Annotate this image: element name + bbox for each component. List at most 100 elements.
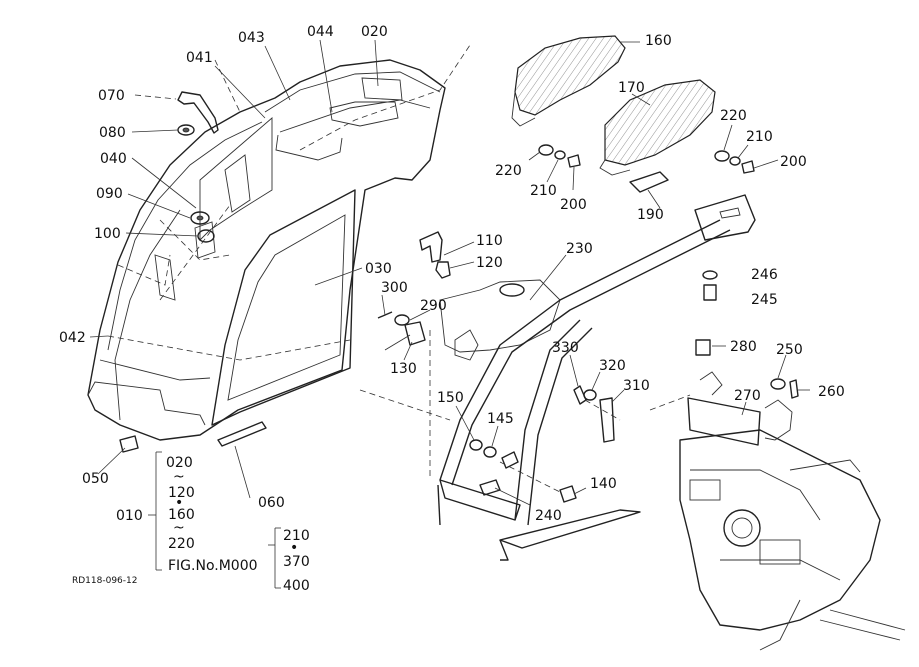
seat-170-face	[599, 159, 631, 176]
pad-050	[119, 435, 139, 453]
label-200b: 200	[780, 154, 807, 170]
label-170: 170	[618, 80, 645, 96]
range-tilde-2: ~	[173, 520, 185, 536]
range-tilde-1: ~	[173, 469, 185, 485]
washer-210a	[554, 150, 566, 160]
label-030: 030	[365, 261, 392, 277]
strip-060	[217, 421, 267, 447]
pin-330	[573, 385, 587, 405]
range-mid: 160	[168, 507, 195, 523]
label-330: 330	[552, 340, 579, 356]
range-end-2: 220	[168, 536, 195, 552]
assembly-callout: 010 020 ~ 120 • 160 ~ 220 FIG.No.M000 21…	[116, 455, 310, 594]
label-240: 240	[535, 508, 562, 524]
bolt-120	[435, 261, 451, 279]
sub-range-dot: •	[290, 540, 298, 556]
label-190: 190	[637, 207, 664, 223]
sub-range-3: 400	[283, 578, 310, 594]
grommet-080-inner	[182, 127, 190, 133]
label-300: 300	[381, 280, 408, 296]
label-280: 280	[730, 339, 757, 355]
label-070: 070	[98, 88, 125, 104]
hood-assembly	[87, 44, 471, 441]
bolt-140	[559, 485, 577, 503]
label-060: 060	[258, 495, 285, 511]
backrest-160	[514, 35, 626, 116]
washer-210b	[729, 156, 741, 166]
bracket-190	[629, 171, 669, 193]
label-043: 043	[238, 30, 265, 46]
grab-handle	[177, 91, 219, 134]
range-end-1: 120	[168, 485, 195, 501]
tank-bracket	[454, 329, 479, 361]
label-290: 290	[420, 298, 447, 314]
washer-145	[483, 446, 497, 458]
washer-320	[583, 389, 597, 401]
label-210b: 210	[746, 129, 773, 145]
washer-250	[770, 378, 786, 390]
backrest-160-face	[511, 91, 536, 127]
label-020: 020	[361, 24, 388, 40]
range-dot: •	[175, 495, 183, 511]
label-160: 160	[645, 33, 672, 49]
nut-246	[702, 270, 718, 280]
grommet-130	[404, 321, 426, 346]
washer-220b	[714, 150, 730, 162]
label-120: 120	[476, 255, 503, 271]
wire-130	[384, 334, 411, 351]
leader-lines	[89, 39, 810, 589]
label-042: 042	[59, 330, 86, 346]
bracket-270	[687, 397, 761, 446]
label-200a: 200	[560, 197, 587, 213]
label-220a: 220	[495, 163, 522, 179]
seat-170	[604, 79, 716, 166]
label-245: 245	[751, 292, 778, 308]
sub-range-2: 370	[283, 554, 310, 570]
label-041: 041	[186, 50, 213, 66]
label-044: 044	[307, 24, 334, 40]
pin-260	[789, 379, 799, 399]
label-050: 050	[82, 471, 109, 487]
support-frame	[437, 194, 756, 561]
label-090: 090	[96, 186, 123, 202]
label-246: 246	[751, 267, 778, 283]
washer-290	[394, 314, 410, 326]
bolt-280	[695, 339, 711, 356]
label-250: 250	[776, 342, 803, 358]
bolt-200a	[567, 154, 581, 168]
grommet-090-inner	[196, 215, 204, 221]
label-145: 145	[487, 411, 514, 427]
transmission-housing	[679, 429, 906, 651]
label-140: 140	[590, 476, 617, 492]
label-220b: 220	[720, 108, 747, 124]
bracket-110	[419, 231, 443, 263]
assembly-code: 010	[116, 508, 143, 524]
label-310: 310	[623, 378, 650, 394]
washer-150	[469, 439, 483, 451]
bolt-200b	[741, 160, 755, 174]
label-270: 270	[734, 388, 761, 404]
label-150: 150	[437, 390, 464, 406]
label-260: 260	[818, 384, 845, 400]
drawing-code: RD118-096-12	[72, 576, 138, 586]
label-100: 100	[94, 226, 121, 242]
washer-220a	[538, 144, 554, 156]
part-labels: 070 080 040 090 100 042 041 043 044 020 …	[59, 24, 845, 524]
tank-cap	[499, 283, 525, 297]
label-110: 110	[476, 233, 503, 249]
label-130: 130	[390, 361, 417, 377]
label-210a: 210	[530, 183, 557, 199]
label-320: 320	[599, 358, 626, 374]
range-start: 020	[166, 455, 193, 471]
bolt-240	[479, 479, 501, 496]
label-040: 040	[100, 151, 127, 167]
bracket-310	[599, 397, 615, 443]
spacer-145	[501, 451, 519, 469]
sub-range-1: 210	[283, 528, 310, 544]
fig-reference: FIG.No.M000	[168, 558, 258, 574]
label-230: 230	[566, 241, 593, 257]
grommet-090	[190, 211, 210, 225]
bolt-245	[703, 284, 717, 301]
label-080: 080	[99, 125, 126, 141]
